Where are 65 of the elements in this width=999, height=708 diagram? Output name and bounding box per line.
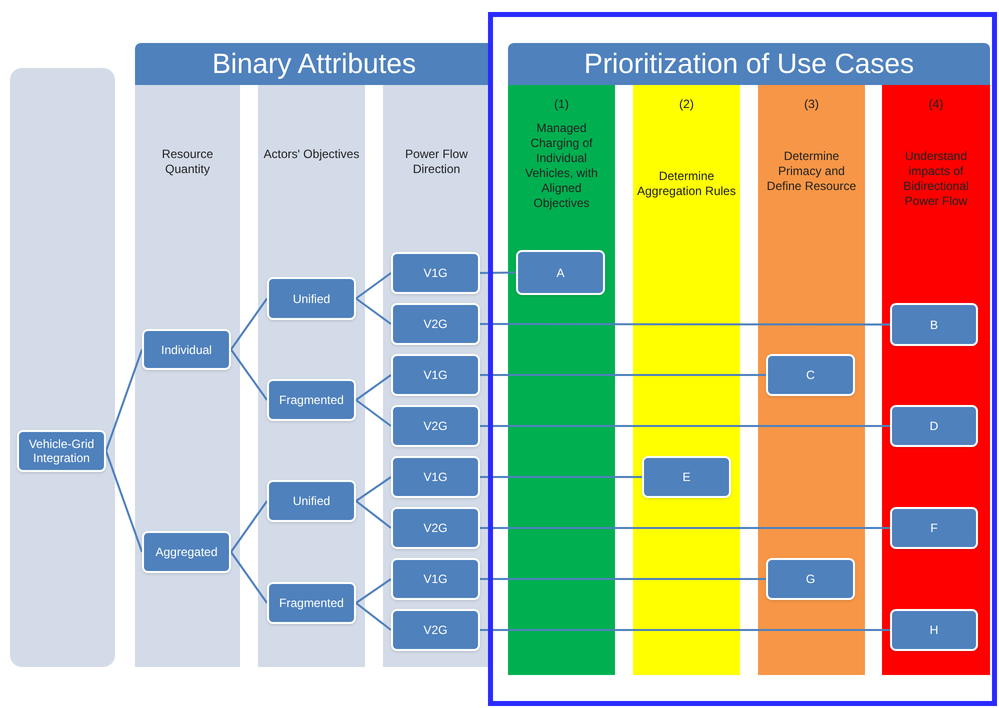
- column-number: (3): [803, 97, 820, 112]
- connector-line: [230, 298, 268, 350]
- category-box: B: [890, 303, 978, 346]
- column-band: [383, 85, 490, 667]
- connector-line: [230, 348, 268, 401]
- category-box: Unified: [267, 480, 356, 522]
- connector-line: [355, 578, 392, 604]
- connector-line: [480, 578, 766, 580]
- column-band: [258, 85, 365, 667]
- category-box: V2G: [391, 405, 480, 447]
- category-box: Fragmented: [267, 379, 356, 421]
- column-band: [10, 68, 115, 667]
- connector-line: [355, 272, 392, 300]
- column-number: (4): [928, 97, 944, 112]
- column-heading: Understand impacts of Bidirectional Power Flow: [902, 149, 970, 209]
- category-box: Aggregated: [142, 531, 231, 573]
- column-band: [758, 85, 865, 675]
- category-box: H: [890, 609, 978, 651]
- category-box: Fragmented: [267, 582, 356, 624]
- category-box: G: [766, 558, 855, 600]
- column-number: (1): [553, 97, 570, 112]
- column-band: [882, 85, 990, 675]
- column-heading: Resource Quantity: [160, 147, 214, 177]
- category-box: A: [516, 250, 605, 295]
- section-header: Prioritization of Use Cases: [508, 43, 990, 85]
- connector-line: [230, 500, 268, 553]
- column-heading: Actors' Objectives: [262, 147, 360, 162]
- category-box: V2G: [391, 609, 480, 651]
- column-heading: Determine Primacy and Define Resource: [766, 149, 858, 194]
- category-box: V1G: [391, 252, 480, 294]
- category-box: C: [766, 354, 855, 396]
- connector-line: [480, 476, 642, 478]
- connector-line: [480, 629, 890, 631]
- connector-line: [480, 323, 890, 326]
- connector-line: [480, 527, 890, 529]
- column-heading: Power Flow Direction: [404, 147, 469, 177]
- category-box: V1G: [391, 354, 480, 396]
- column-band: [508, 85, 615, 675]
- connector-line: [480, 425, 890, 427]
- connector-line: [105, 450, 143, 552]
- connector-line: [480, 272, 516, 274]
- connector-line: [355, 476, 392, 502]
- category-box: V2G: [391, 303, 480, 345]
- column-number: (2): [678, 97, 695, 112]
- category-box: Unified: [267, 277, 356, 320]
- connector-line: [230, 551, 268, 604]
- category-box: V1G: [391, 558, 480, 600]
- column-heading: Determine Aggregation Rules: [637, 169, 736, 199]
- connector-line: [355, 298, 392, 325]
- connector-line: [105, 349, 143, 452]
- column-band: [135, 85, 240, 667]
- connector-line: [480, 374, 766, 376]
- category-box: F: [890, 507, 978, 549]
- column-heading: Managed Charging of Individual Vehicles, with Aligned Objectives: [524, 121, 599, 211]
- column-band: [633, 85, 740, 675]
- connector-line: [355, 374, 392, 401]
- connector-line: [355, 399, 392, 427]
- category-box: D: [890, 405, 978, 447]
- connector-line: [355, 500, 392, 529]
- connector-line: [355, 602, 392, 631]
- category-box: Vehicle-Grid Integration: [17, 430, 106, 472]
- category-box: Individual: [142, 329, 231, 370]
- category-box: V2G: [391, 507, 480, 549]
- category-box: E: [642, 456, 731, 498]
- category-box: V1G: [391, 456, 480, 498]
